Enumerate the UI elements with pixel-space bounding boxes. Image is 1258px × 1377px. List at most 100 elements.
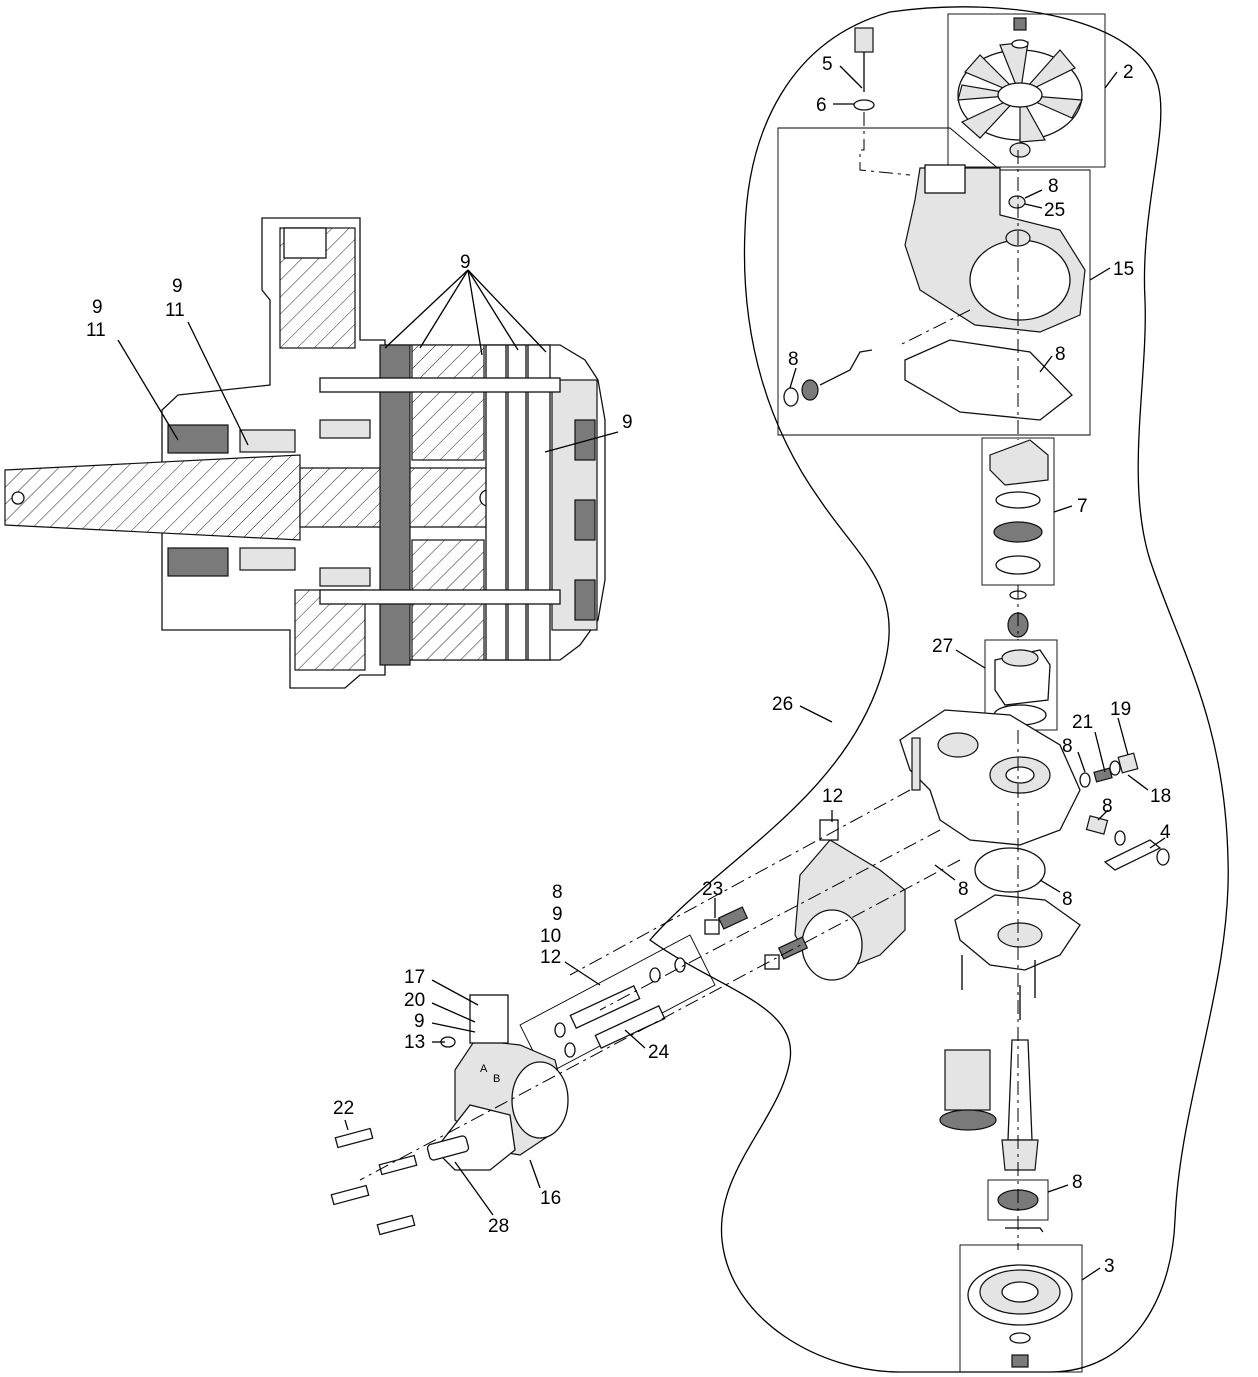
callout-8-gasket: 8 [1055, 344, 1066, 365]
housing-cap [924, 164, 966, 194]
washer-upper [995, 491, 1041, 509]
fan-hub [1009, 142, 1031, 158]
seal-bottom [239, 547, 296, 571]
callout-12-center: 12 [822, 786, 843, 807]
pump-input-shaft [426, 1135, 470, 1161]
callout-7: 7 [1077, 496, 1088, 517]
callout-12-kit: 12 [540, 947, 561, 968]
input-shaft [4, 454, 301, 541]
seal-top [239, 429, 296, 453]
callout-9-pump: 9 [414, 1011, 425, 1032]
cross-section-view [4, 217, 606, 689]
motor-cylinder-block [939, 1049, 997, 1131]
end-bolt-3 [574, 579, 596, 621]
fan-washer [1011, 39, 1029, 49]
check-valve-springs [704, 906, 809, 970]
callout-4: 4 [1160, 822, 1171, 843]
callout-9-section-top: 9 [460, 252, 471, 273]
section-leaders [117, 269, 619, 453]
callout-5: 5 [822, 54, 833, 75]
callout-labels: 9 9 11 9 11 9 2 5 6 8 25 15 8 8 7 27 26 … [86, 54, 1171, 1277]
bypass-lever [1103, 839, 1162, 871]
center-section [794, 819, 906, 981]
valve-plate-1 [485, 344, 507, 661]
callout-2: 2 [1123, 62, 1134, 83]
callout-8-seal: 8 [788, 349, 799, 370]
thrust-washer-bottom [319, 567, 371, 587]
breather-plug [853, 27, 875, 111]
axle-shaft [1001, 1039, 1039, 1171]
pulley-assembly [959, 1244, 1083, 1373]
callout-13: 13 [404, 1032, 425, 1053]
o-ring-6 [853, 99, 875, 111]
callout-8-fitting: 8 [1102, 796, 1113, 817]
callout-28: 28 [488, 1216, 509, 1237]
callout-24: 24 [648, 1042, 670, 1063]
relief-valve-parts [1079, 752, 1170, 871]
assembly-center-lines [359, 150, 1019, 1250]
port-b-label: B [493, 1073, 500, 1085]
swash-plate [379, 344, 411, 666]
piston-line-top [319, 377, 561, 393]
callout-11-section-left: 11 [86, 320, 106, 341]
housing-dome [969, 239, 1071, 321]
pump-housing: A B [434, 994, 569, 1171]
port-a-label: A [480, 1063, 488, 1075]
callout-26: 26 [772, 694, 793, 715]
end-bolt-2 [574, 499, 596, 541]
assembly-boundary-26 [649, 6, 1229, 1373]
end-bolt-1 [574, 419, 596, 461]
thrust-bearing [993, 521, 1043, 543]
callout-9-section-left: 9 [92, 297, 103, 318]
port-plate [469, 994, 509, 1044]
callout-8-lower: 8 [1072, 1172, 1083, 1193]
housing-bolt [911, 737, 921, 791]
bearing-stack-assembly [981, 437, 1055, 586]
callout-9-section-right: 9 [622, 412, 633, 433]
callout-11-section-mid: 11 [165, 300, 185, 321]
callout-21: 21 [1072, 712, 1093, 733]
cooling-fan-icon [957, 41, 1083, 143]
callout-leaders [344, 65, 1166, 1281]
snap-ring [1005, 1227, 1044, 1233]
callout-8-valve: 8 [1062, 736, 1073, 757]
callout-10-kit: 10 [540, 926, 561, 947]
valve-plate-2 [507, 344, 527, 661]
seal-ring [783, 387, 799, 407]
callout-23: 23 [702, 879, 723, 900]
callout-15: 15 [1113, 259, 1134, 280]
callout-27: 27 [932, 636, 953, 657]
housing-gasket [904, 339, 1073, 421]
bearing-bottom [167, 547, 229, 577]
shaft-seal [801, 379, 819, 401]
nut-25 [1008, 195, 1026, 209]
callout-3: 3 [1104, 1256, 1115, 1277]
trunnion-block [989, 439, 1049, 486]
callout-25: 25 [1044, 200, 1065, 221]
gasket-loop [974, 847, 1046, 893]
fan-bolt [1013, 17, 1027, 31]
piston-line-bottom [319, 589, 561, 605]
center-housing [899, 709, 1081, 846]
cylinder-block-top [411, 344, 485, 461]
thrust-washer-top [319, 419, 371, 439]
housing-window [283, 227, 327, 259]
callout-8-kit: 8 [552, 882, 563, 903]
callout-9-kit: 9 [552, 904, 563, 925]
callout-20: 20 [404, 990, 425, 1011]
housing-cover-assembly [777, 127, 1091, 436]
shaft-hole [11, 491, 25, 505]
callout-16: 16 [540, 1188, 561, 1209]
control-shaft [819, 349, 873, 386]
fan-assembly [947, 13, 1106, 168]
callout-6: 6 [816, 95, 827, 116]
mounting-bolts [330, 1127, 418, 1236]
callout-8-top: 8 [1048, 176, 1059, 197]
callout-19: 19 [1110, 699, 1131, 720]
callout-9-section-mid: 9 [172, 276, 183, 297]
washer-lower [995, 555, 1041, 575]
callout-22: 22 [333, 1098, 354, 1119]
callout-8-loop: 8 [1062, 889, 1073, 910]
callout-17: 17 [404, 967, 425, 988]
